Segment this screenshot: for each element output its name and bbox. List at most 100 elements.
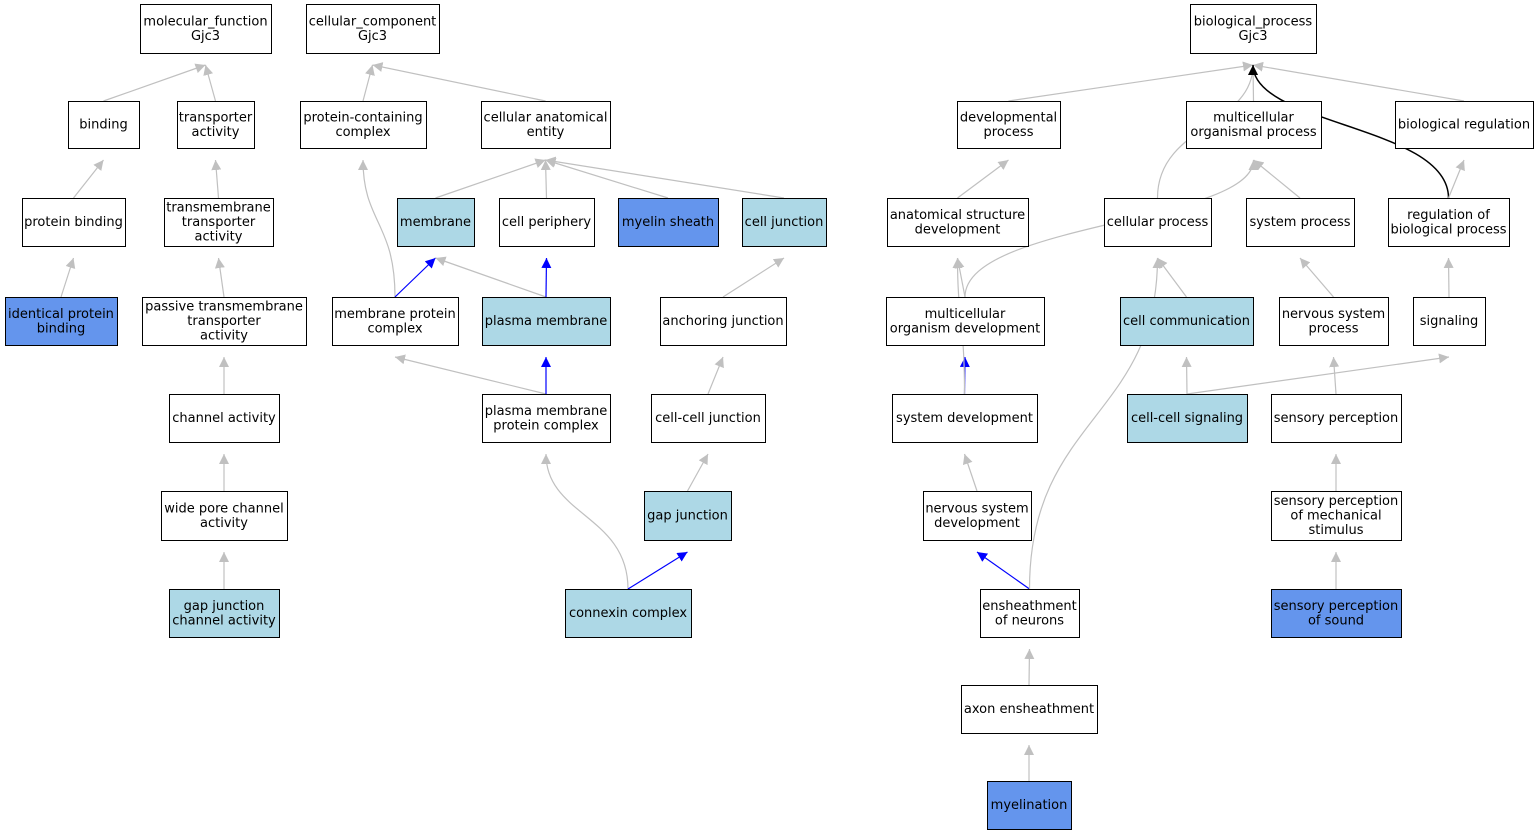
go-term-myelin-sheath[interactable]: myelin sheath xyxy=(618,198,719,247)
go-term-binding[interactable]: binding xyxy=(68,101,140,149)
go-term-wide-pore-channel-activity-label-line: wide pore channel xyxy=(164,501,283,516)
go-term-biological-regulation[interactable]: biological regulation xyxy=(1395,101,1534,149)
go-term-multicellular-organism-development-label-line: multicellular xyxy=(925,307,1006,322)
go-term-gap-junction-channel-activity-label-line: gap junction xyxy=(184,599,265,614)
go-term-plasma-membrane-protein-complex-label-line: plasma membrane xyxy=(485,404,608,419)
go-term-membrane[interactable]: membrane xyxy=(397,198,475,247)
go-term-protein-containing-complex-label-line: protein-containing xyxy=(303,110,422,125)
go-term-sensory-perception-label-line: sensory perception xyxy=(1274,411,1399,426)
go-term-cellular-process[interactable]: cellular process xyxy=(1104,198,1212,247)
edge-n19-to-n9 xyxy=(1253,159,1301,199)
go-term-sensory-perception-box xyxy=(1271,394,1402,443)
go-term-signaling[interactable]: signaling xyxy=(1413,297,1486,346)
go-term-protein-binding-label-line: protein binding xyxy=(24,215,123,230)
go-term-anchoring-junction-box xyxy=(660,297,787,346)
go-term-cell-cell-junction[interactable]: cell-cell junction xyxy=(651,394,766,443)
go-term-system-development-box xyxy=(892,394,1038,443)
go-term-passive-transmembrane-transporter-activity-box xyxy=(142,297,307,346)
go-term-channel-activity[interactable]: channel activity xyxy=(169,394,280,443)
go-term-ensheathment-of-neurons-box xyxy=(980,589,1080,638)
edge-n38-to-n33 xyxy=(962,453,978,492)
go-term-plasma-membrane-protein-complex-label-line: protein complex xyxy=(493,418,599,433)
go-term-cell-junction[interactable]: cell junction xyxy=(742,198,827,247)
go-term-transmembrane-transporter-activity-label-line: transmembrane xyxy=(166,201,271,216)
go-term-system-development[interactable]: system development xyxy=(892,394,1038,443)
edge-n25-to-n16 xyxy=(722,257,785,298)
go-term-myelination[interactable]: myelination xyxy=(987,781,1072,830)
go-term-regulation-of-biological-process-label-line: biological process xyxy=(1390,222,1506,237)
go-term-protein-binding[interactable]: protein binding xyxy=(22,198,126,247)
go-term-cell-periphery[interactable]: cell periphery xyxy=(499,198,595,247)
go-term-axon-ensheathment-box xyxy=(961,685,1098,734)
edge-n12-to-n5 xyxy=(211,159,222,199)
go-term-myelination-label-line: myelination xyxy=(991,798,1068,813)
go-term-cell-communication[interactable]: cell communication xyxy=(1120,297,1254,346)
edge-n34-to-n29 xyxy=(1186,353,1450,395)
go-term-developmental-process-label-line: process xyxy=(984,125,1034,140)
go-term-nervous-system-development-label-line: development xyxy=(934,516,1020,531)
go-term-multicellular-organismal-process-label-line: organismal process xyxy=(1190,125,1316,140)
go-term-cellular-component-gjc3-label-line: Gjc3 xyxy=(358,29,387,44)
go-term-identical-protein-binding-label-line: identical protein xyxy=(8,307,114,322)
go-term-sensory-perception-of-mechanical-stimulus-label-line: of mechanical xyxy=(1290,509,1381,524)
go-term-cellular-process-label-line: cellular process xyxy=(1107,215,1209,230)
go-term-plasma-membrane[interactable]: plasma membrane xyxy=(482,297,611,346)
go-term-anatomical-structure-development-label-line: development xyxy=(915,222,1001,237)
go-term-nervous-system-development-label-line: nervous system xyxy=(925,501,1028,516)
go-term-nervous-system-development-box xyxy=(923,491,1032,541)
go-term-cell-periphery-label-line: cell periphery xyxy=(502,215,592,230)
go-term-ensheathment-of-neurons-label-line: of neurons xyxy=(995,613,1064,628)
go-term-passive-transmembrane-transporter-activity-label-line: transporter xyxy=(187,314,261,329)
go-term-wide-pore-channel-activity-label-line: activity xyxy=(200,516,248,531)
go-term-sensory-perception[interactable]: sensory perception xyxy=(1271,394,1402,443)
edge-n16-to-n7 xyxy=(545,156,785,199)
edge-n24-to-n14 xyxy=(541,257,552,298)
go-term-identical-protein-binding-box xyxy=(5,297,118,346)
go-term-nervous-system-process-label-line: nervous system xyxy=(1282,307,1385,322)
go-term-regulation-of-biological-process-box xyxy=(1388,198,1510,247)
go-term-cell-cell-signaling-box xyxy=(1127,394,1248,443)
go-term-nervous-system-process-label-line: process xyxy=(1309,321,1359,336)
go-term-connexin-complex[interactable]: connexin complex xyxy=(565,589,692,638)
edge-n5-to-n1 xyxy=(203,64,217,102)
go-term-cell-cell-signaling[interactable]: cell-cell signaling xyxy=(1127,394,1248,443)
go-term-wide-pore-channel-activity-box xyxy=(161,491,288,541)
go-term-membrane-protein-complex-label-line: complex xyxy=(367,321,422,336)
go-term-system-process[interactable]: system process xyxy=(1246,198,1355,247)
go-term-passive-transmembrane-transporter-activity-label-line: passive transmembrane xyxy=(145,300,303,315)
go-term-passive-transmembrane-transporter-activity-label-line: activity xyxy=(200,329,248,344)
go-term-axon-ensheathment[interactable]: axon ensheathment xyxy=(961,685,1098,734)
go-term-molecular-function-gjc3-label-line: molecular_function xyxy=(143,14,267,29)
go-term-cellular-component-gjc3-label-line: cellular_component xyxy=(309,14,437,29)
go-term-cell-cell-junction-box xyxy=(651,394,766,443)
go-term-gap-junction[interactable]: gap junction xyxy=(644,491,732,541)
go-term-anchoring-junction[interactable]: anchoring junction xyxy=(660,297,787,346)
go-term-cell-cell-signaling-label-line: cell-cell signaling xyxy=(1131,411,1243,426)
go-term-plasma-membrane-protein-complex-box xyxy=(482,394,611,443)
edge-n23-to-n6 xyxy=(358,159,396,298)
go-term-anatomical-structure-development-box xyxy=(887,198,1029,247)
